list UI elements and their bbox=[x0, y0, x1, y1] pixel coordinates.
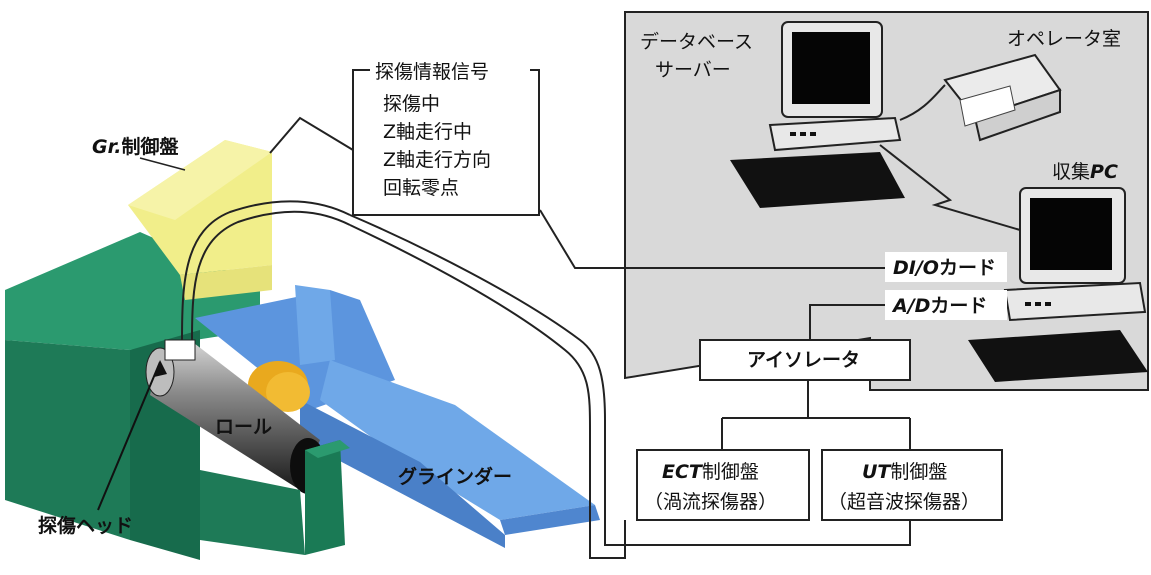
db-server-label-line2: サーバー bbox=[655, 59, 731, 81]
inspection-head bbox=[164, 339, 196, 361]
signal-item-1: 探傷中 bbox=[383, 93, 440, 115]
gr-panel-suffix: 制御盤 bbox=[121, 135, 179, 158]
db-server-label-line1: データベース bbox=[640, 31, 753, 53]
grinder bbox=[195, 285, 600, 548]
ut-control-panel: UT制御盤 （超音波探傷器） bbox=[821, 449, 1003, 521]
ect-panel-suffix: 制御盤 bbox=[702, 461, 759, 483]
dio-card-suffix: カード bbox=[939, 257, 996, 279]
ect-panel-sub: （渦流探傷器） bbox=[644, 491, 777, 513]
roll-support bbox=[200, 440, 350, 555]
collection-pc-label: 収集PC bbox=[1052, 161, 1118, 183]
gr-panel-prefix: Gr. bbox=[92, 136, 121, 158]
gr-control-panel bbox=[128, 140, 272, 300]
head-pointer bbox=[97, 361, 161, 511]
collection-pc-prefix: 収集 bbox=[1052, 161, 1090, 183]
svg-text:DI/Oカード: DI/Oカード bbox=[893, 257, 996, 279]
dio-card-prefix: DI/O bbox=[893, 257, 939, 279]
collection-pc-computer bbox=[968, 187, 1148, 382]
ect-control-panel: ECT制御盤 （渦流探傷器） bbox=[636, 449, 810, 521]
collection-pc-suffix: PC bbox=[1090, 161, 1118, 183]
svg-text:UT制御盤: UT制御盤 bbox=[862, 461, 947, 483]
svg-text:ECT制御盤: ECT制御盤 bbox=[662, 461, 759, 483]
ut-panel-prefix: UT bbox=[862, 461, 892, 483]
head-label: 探傷ヘッド bbox=[38, 514, 133, 537]
db-server-computer bbox=[730, 21, 905, 208]
gr-panel-label: Gr.制御盤 bbox=[92, 135, 179, 158]
printer-icon bbox=[943, 53, 1062, 142]
dio-card: DI/Oカード bbox=[885, 252, 1007, 282]
isolator-label: アイソレータ bbox=[747, 349, 860, 371]
signal-item-2: Z軸走行中 bbox=[383, 121, 472, 143]
machine-illustration bbox=[5, 140, 600, 560]
ut-panel-suffix: 制御盤 bbox=[890, 461, 947, 483]
isolator-box: アイソレータ bbox=[699, 339, 911, 381]
signal-box-title: 探傷情報信号 bbox=[375, 61, 489, 83]
grinder-label: グラインダー bbox=[398, 465, 512, 488]
ut-panel-sub: （超音波探傷器） bbox=[828, 491, 980, 513]
ad-card: A/Dカード bbox=[885, 290, 1007, 320]
ad-card-suffix: カード bbox=[930, 295, 987, 317]
head-pointer-arrow bbox=[154, 360, 167, 377]
operator-room-label: オペレータ室 bbox=[1007, 28, 1121, 50]
signal-box: 探傷情報信号 探傷中 Z軸走行中 Z軸走行方向 回転零点 bbox=[352, 60, 540, 216]
roll-label: ロール bbox=[215, 416, 272, 438]
signal-item-3: Z軸走行方向 bbox=[383, 149, 491, 171]
ad-card-prefix: A/D bbox=[891, 295, 930, 317]
svg-text:A/Dカード: A/Dカード bbox=[891, 295, 987, 317]
signal-item-4: 回転零点 bbox=[383, 177, 459, 199]
ect-panel-prefix: ECT bbox=[662, 461, 704, 483]
